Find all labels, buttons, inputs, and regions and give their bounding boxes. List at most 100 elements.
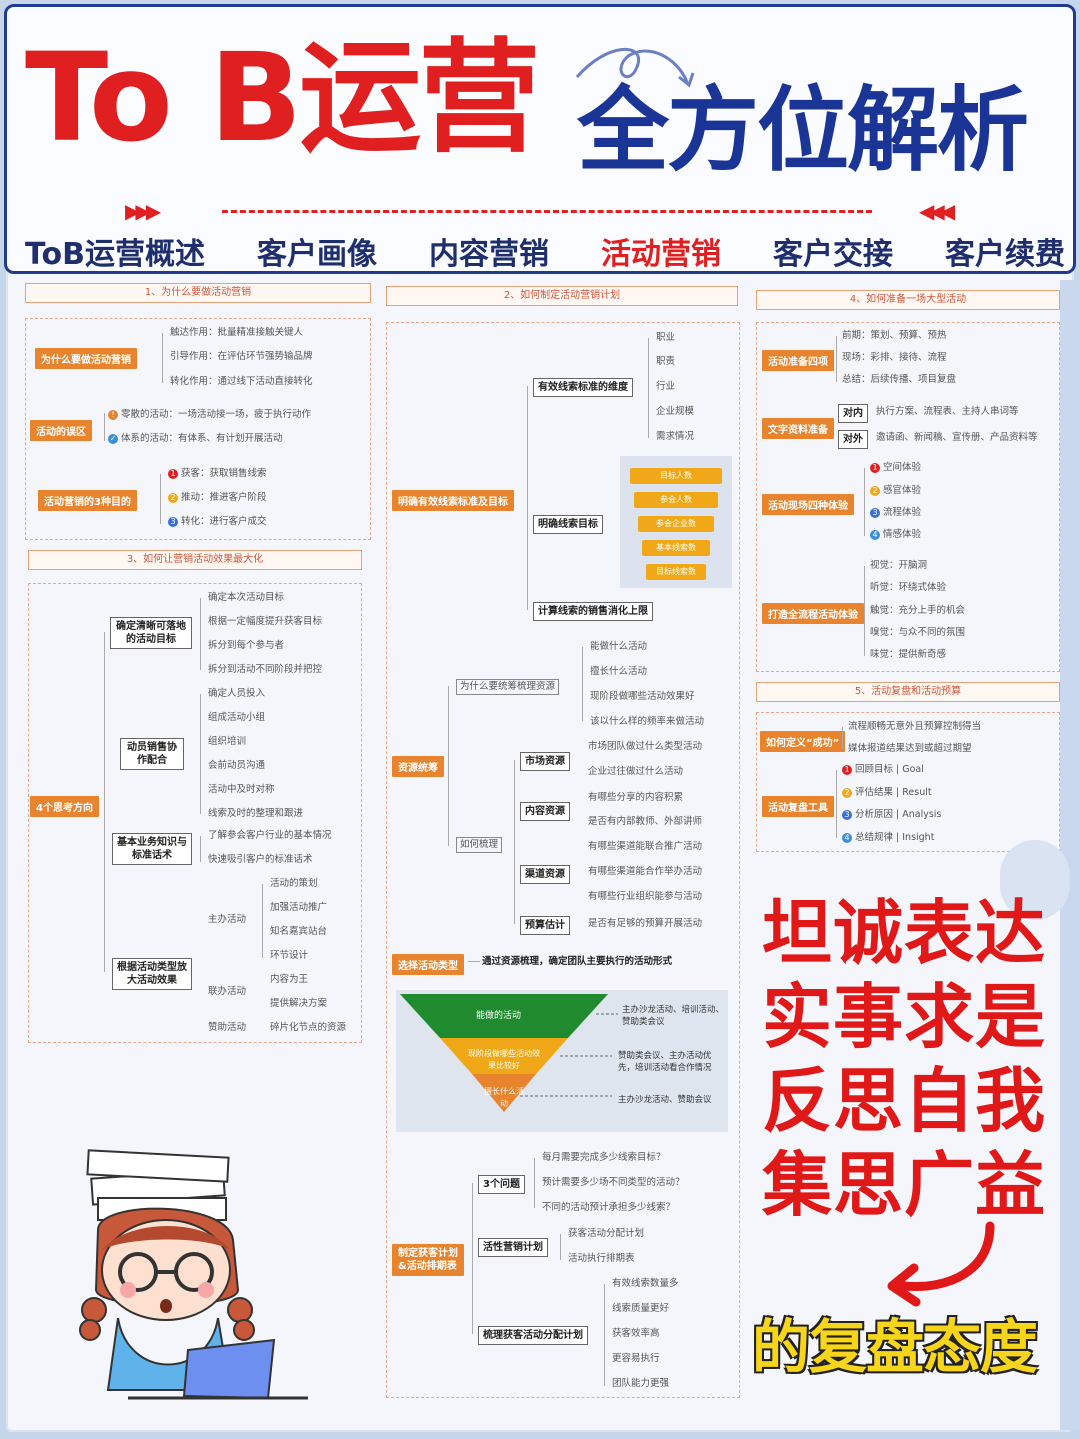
section3-box (28, 583, 362, 1043)
leaf: 现场：彩排、接待、流程 (842, 352, 947, 363)
leaf: 需求情况 (656, 431, 695, 442)
leaf: 视觉：开脑洞 (870, 560, 928, 571)
leaf: 有哪些行业组织能参与活动 (588, 891, 703, 902)
leaf: 媒体报道结果达到或超过期望 (848, 743, 972, 754)
s3-knowledge-node: 基本业务知识与标准话术 (112, 833, 192, 865)
leaf: 确定本次活动目标 (208, 592, 285, 603)
leaf: 线索质量更好 (612, 1303, 670, 1314)
leaf: 快速吸引客户的标准话术 (208, 854, 313, 865)
slogan-line: 坦诚表达 (762, 892, 1046, 974)
tri-level: 擅长什么活动 (484, 1087, 524, 1108)
curved-arrow-icon (887, 1221, 995, 1307)
closing-phrase: 的复盘态度 (752, 1313, 1038, 1381)
girl-with-books-illustration (79, 1149, 308, 1400)
section5-title: 5、活动复盘和活动预算 (756, 682, 1060, 702)
leaf: 加强活动推广 (270, 902, 328, 913)
s3-mobilize-node: 动员销售协作配合 (120, 738, 184, 770)
leaf: 邀请函、新闻稿、宣传册、产品资料等 (876, 432, 1038, 443)
s2-calc-node: 计算线索的销售消化上限 (533, 602, 653, 621)
activity-triangle-panel: 能做的活动 现阶段做哪些活动效果比较好 擅长什么活动 主办沙龙活动、培训活动、赞… (396, 990, 728, 1132)
funnel-step: 目标线索数 (646, 564, 706, 580)
leaf: 会前动员沟通 (208, 760, 266, 771)
s1-mistake-node: 活动的误区 (30, 420, 92, 441)
funnel-step: 基本线索数 (642, 540, 710, 556)
leaf: 线索及时的整理和跟进 (208, 808, 304, 819)
leaf: 执行方案、流程表、主持人串词等 (876, 406, 1019, 417)
s5-success-node: 如何定义“成功” (760, 731, 846, 752)
leaf: 团队能力更强 (612, 1378, 670, 1389)
leaf: 不同的活动预计承担多少线索？ (542, 1202, 676, 1213)
s4-docs-node: 文字资料准备 (762, 418, 834, 439)
leaf: 提供解决方案 (270, 998, 328, 1009)
leaf: 总结：后续传播、项目复盘 (842, 374, 957, 385)
s2-live-node: 活性营销计划 (478, 1238, 548, 1257)
sub-node: 联办活动 (208, 986, 247, 997)
tri-note: 主办沙龙活动、培训活动、赞助类会议 (622, 1005, 725, 1027)
s4-sense-node: 打造全流程活动体验 (762, 603, 864, 624)
leaf: 职责 (656, 356, 676, 367)
section2-title: 2、如何制定活动营销计划 (386, 286, 738, 306)
leaf: 流程顺畅无意外且预算控制得当 (848, 721, 982, 732)
leaf: 嗅觉：与众不同的氛围 (870, 627, 966, 638)
nav-item-renewal: 客户续费 (944, 237, 1065, 272)
leaf: 行业 (656, 381, 676, 392)
s2-choose-text: 通过资源梳理，确定团队主要执行的活动形式 (482, 956, 673, 967)
leaf: 拆分到活动不同阶段并把控 (208, 664, 323, 675)
leaf: 组成活动小组 (208, 712, 266, 723)
leaf: 是否有内部教师、外部讲师 (588, 816, 703, 827)
topic-nav: ToB运营概述 客户画像 内容营销 活动营销 客户交接 客户续费 (25, 229, 1065, 272)
leaf: 味觉：提供新奇感 (870, 649, 947, 660)
s1-why-node: 为什么要做活动营销 (35, 348, 137, 369)
nav-item-event-active: 活动营销 (600, 237, 721, 272)
leaf: 触达作用：批量精准接触关键人 (170, 327, 304, 338)
s2-dim-node: 有效线索标准的维度 (533, 378, 633, 397)
leaf: 听觉：环绕式体验 (870, 582, 947, 593)
leaf: 预计需要多少场不同类型的活动？ (542, 1177, 685, 1188)
leaf: 企业过往做过什么活动 (588, 766, 684, 777)
section4-title: 4、如何准备一场大型活动 (756, 290, 1060, 310)
right-edge-strip (1060, 280, 1080, 1430)
s4-outer-node: 对外 (838, 430, 868, 449)
slogan-bubble (1000, 840, 1070, 920)
activity-triangle (400, 994, 618, 1112)
slogan-line: 反思自我 (762, 1060, 1046, 1142)
section1-title: 1、为什么要做活动营销 (25, 283, 371, 303)
leaf: 引导作用：在评估环节强势输品牌 (170, 351, 313, 362)
nav-item-overview: ToB运营概述 (25, 237, 205, 272)
s2-target-node: 明确线索目标 (533, 515, 603, 534)
arrows-right-icon: ◀◀◀ (919, 199, 955, 223)
s2-choose-node: 选择活动类型 (392, 954, 464, 975)
funnel-step: 目标人数 (630, 468, 722, 484)
s4-inner-node: 对内 (838, 404, 868, 423)
tri-level: 现阶段做哪些活动效果比较好 (468, 1049, 540, 1070)
leaf: 职业 (656, 332, 676, 343)
s2-clear-node: 明确有效线索标准及目标 (392, 490, 514, 511)
tri-level: 能做的活动 (476, 1011, 522, 1021)
leaf: 根据一定幅度提升获客目标 (208, 616, 323, 627)
s2-budget-node: 预算估计 (520, 916, 570, 935)
leaf: 获客效率高 (612, 1328, 660, 1339)
s2-why-node: 为什么要统筹梳理资源 (456, 679, 560, 695)
leaf: 活动的策划 (270, 878, 318, 889)
dashed-divider (222, 210, 872, 213)
leaf: 是否有足够的预算开展活动 (588, 918, 703, 929)
section3-title: 3、如何让营销活动效果最大化 (28, 550, 362, 570)
tri-note: 主办沙龙活动、赞助会议 (618, 1095, 712, 1105)
title-blue: 全方位解析 (577, 77, 1029, 184)
leaf: 有哪些渠道能联合推广活动 (588, 841, 703, 852)
leaf: 拆分到每个参与者 (208, 640, 285, 651)
leaf: 转化作用：通过线下活动直接转化 (170, 376, 313, 387)
lead-funnel-panel: 目标人数 参会人数 参会企业数 基本线索数 目标线索数 (620, 456, 732, 588)
leaf: 确定人员投入 (208, 688, 266, 699)
section4-box (756, 322, 1060, 672)
leaf: 该以什么样的频率来做活动 (590, 716, 705, 727)
leaf: 有哪些分享的内容积累 (588, 792, 684, 803)
s4-prep-node: 活动准备四项 (762, 350, 834, 371)
